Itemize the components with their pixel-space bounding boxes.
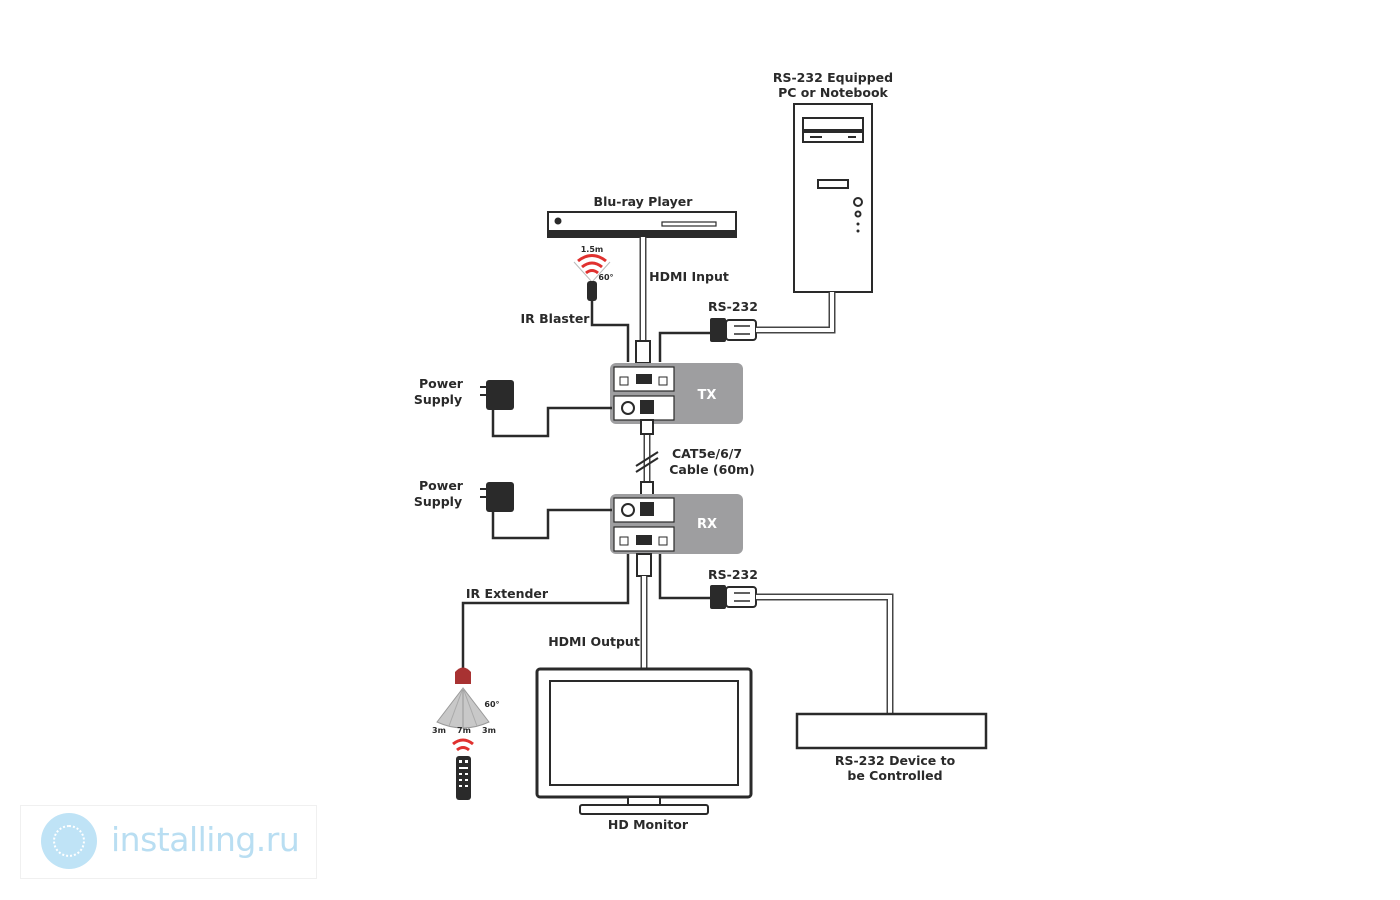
rs232-top-cable xyxy=(756,292,836,334)
remote-signal-icon xyxy=(452,738,474,752)
ir-extender-label: IR Extender xyxy=(466,586,549,601)
monitor-label: HD Monitor xyxy=(608,817,689,832)
watermark-logo-icon xyxy=(41,813,97,869)
hdmi-output-cable xyxy=(636,553,652,670)
rs232-device-label-line2: be Controlled xyxy=(847,768,942,783)
ext-mid-range: 7m xyxy=(457,726,471,735)
rs232-device-label-line1: RS-232 Device to xyxy=(835,753,956,768)
rx-unit xyxy=(610,494,743,554)
ir-blaster-cable xyxy=(590,301,630,362)
hd-monitor xyxy=(535,667,753,815)
rs232-top-short-cable xyxy=(658,331,712,362)
tx-unit xyxy=(610,363,743,424)
ext-right-range: 3m xyxy=(482,726,496,735)
remote-control-icon xyxy=(456,756,471,800)
rs232-top-label: RS-232 xyxy=(708,299,758,314)
power-rx-label-line2: Supply xyxy=(414,494,462,509)
rs232-bottom-cable xyxy=(756,593,894,715)
pc-tower xyxy=(793,103,873,293)
ir-range-distance: 1.5m xyxy=(581,245,604,254)
power-adapter-tx-icon xyxy=(480,380,514,410)
ir-extender-cable xyxy=(461,554,630,668)
ir-reception-zone-icon xyxy=(436,687,490,729)
cat-cable xyxy=(635,419,659,497)
ir-blaster-label: IR Blaster xyxy=(521,311,591,326)
ir-range-angle: 60° xyxy=(598,273,613,282)
hdmi-input-label: HDMI Input xyxy=(649,269,729,284)
ir-extender-receiver-icon xyxy=(455,667,471,684)
ext-angle: 60° xyxy=(484,700,499,709)
bluray-player xyxy=(547,211,737,238)
bluray-label: Blu-ray Player xyxy=(594,194,694,209)
power-rx-label-line1: Power xyxy=(419,478,464,493)
hdmi-input-cable xyxy=(635,237,651,364)
rs232-bottom-connector-icon xyxy=(710,585,757,609)
cable-label-line1: CAT5e/6/7 xyxy=(672,446,742,461)
watermark-text: installing.ru xyxy=(111,820,300,859)
ir-blaster-plug-icon xyxy=(587,281,597,301)
rx-label: RX xyxy=(697,517,717,532)
tx-label: TX xyxy=(698,388,717,403)
rs232-bottom-label: RS-232 xyxy=(708,567,758,582)
power-tx-cable xyxy=(491,406,612,438)
cable-label-line2: Cable (60m) xyxy=(669,462,755,477)
rs232-bottom-short-cable xyxy=(658,554,712,600)
rs232-top-connector-icon xyxy=(710,318,757,342)
ext-left-range: 3m xyxy=(432,726,446,735)
pc-label-line2: PC or Notebook xyxy=(778,85,888,100)
watermark: installing.ru xyxy=(20,805,317,879)
pc-label-line1: RS-232 Equipped xyxy=(773,70,893,85)
power-adapter-rx-icon xyxy=(480,482,514,512)
rs232-device xyxy=(795,712,988,750)
power-tx-label-line1: Power xyxy=(419,376,464,391)
power-rx-cable xyxy=(491,508,612,540)
hdmi-output-label: HDMI Output xyxy=(548,634,640,649)
power-tx-label-line2: Supply xyxy=(414,392,462,407)
